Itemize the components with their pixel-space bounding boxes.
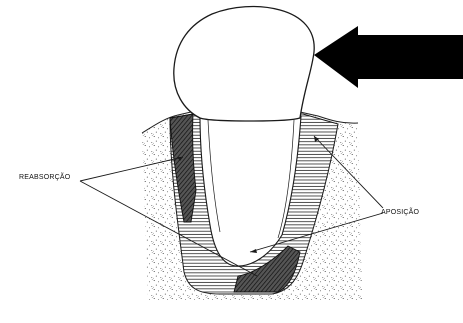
force-arrow-icon	[314, 26, 463, 88]
resorption-label: REABSORÇÃO	[19, 174, 70, 181]
apposition-label: APOSIÇÃO	[381, 209, 419, 216]
tooth-crown	[174, 7, 314, 121]
